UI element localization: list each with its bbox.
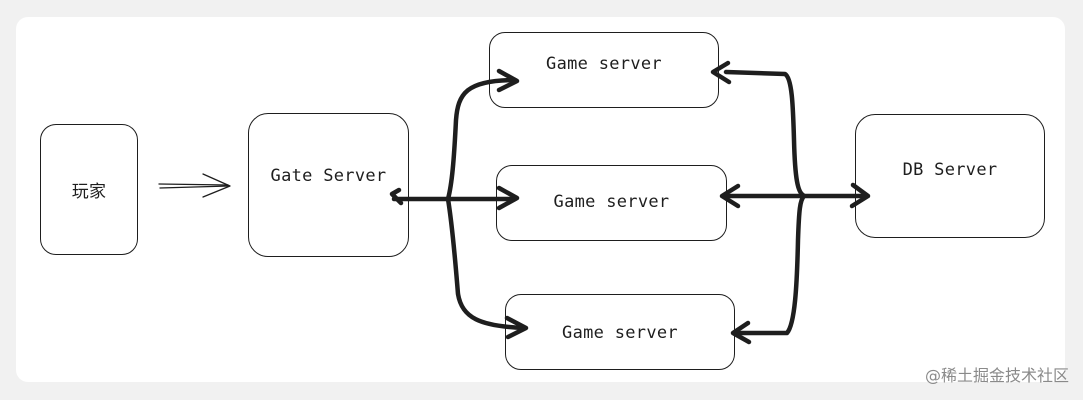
db-server-node: DB Server: [855, 114, 1045, 238]
diagram-canvas: [16, 17, 1065, 382]
gate-to-game-servers-arrows: [389, 68, 529, 340]
gate-server-label: Gate Server: [270, 166, 387, 186]
db-server-label: DB Server: [902, 160, 998, 180]
game-server-middle-label: Game server: [553, 192, 670, 212]
player-node: 玩家: [40, 124, 138, 255]
player-to-gate-arrow: [158, 173, 231, 198]
watermark-text: @稀土掘金技术社区: [924, 366, 1069, 385]
game-server-middle-node: Game server: [496, 165, 727, 241]
game-servers-to-db-arrows: [710, 60, 871, 345]
game-server-top-label: Game server: [546, 54, 662, 74]
gate-server-node: Gate Server: [248, 113, 409, 257]
game-server-bottom-label: Game server: [562, 323, 678, 343]
player-label: 玩家: [71, 182, 107, 202]
